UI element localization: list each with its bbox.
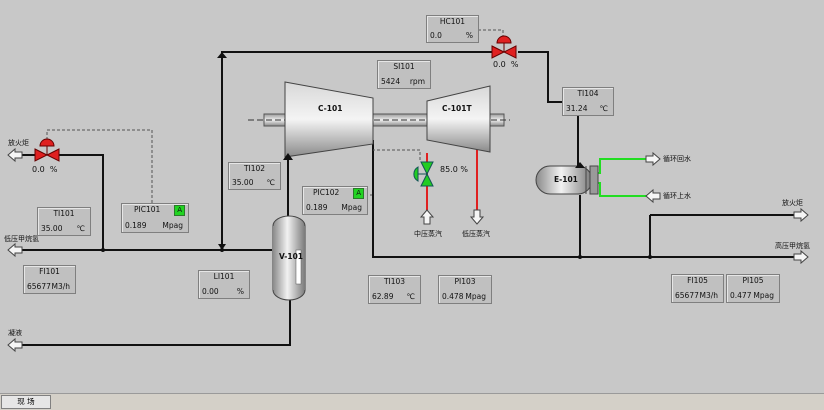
stream-condensate: 凝液 (8, 329, 22, 337)
c101-label: C-101 (318, 104, 343, 113)
tag-hc101[interactable]: HC101 0.0% (426, 15, 479, 43)
stream-lp-methane: 低压甲烷氢 (4, 235, 39, 243)
mp-steam-arrow (419, 209, 435, 225)
flare-right-arrow (793, 207, 809, 223)
flare-valve-opening[interactable]: 0.0 % (32, 165, 58, 174)
flare-left-arrow (7, 147, 23, 163)
c101t-label: C-101T (442, 104, 472, 113)
tag-li101[interactable]: LI101 0.00% (198, 270, 250, 299)
tab-field-view[interactable]: 现 场 (1, 395, 51, 409)
flare-valve-icon (34, 138, 60, 162)
hp-methane-arrow (793, 249, 809, 265)
status-bar: 现 场 (0, 393, 824, 410)
v101-label: V-101 (279, 252, 304, 261)
stream-hp-methane: 高压甲烷氢 (775, 242, 810, 250)
steam-valve-opening[interactable]: 85.0 % (440, 165, 468, 174)
e101-label: E-101 (554, 175, 578, 184)
cw-supply-arrow (645, 188, 661, 204)
lp-steam-arrow (469, 209, 485, 225)
stream-mp-steam: 中压蒸汽 (414, 230, 442, 238)
condensate-arrow (7, 337, 23, 353)
lp-methane-arrow (7, 242, 23, 258)
pic101-mode-badge[interactable]: A (174, 205, 185, 216)
tag-ti102[interactable]: TI102 35.00℃ (228, 162, 281, 190)
tag-ti101[interactable]: TI101 35.00℃ (37, 207, 91, 236)
stream-lp-steam: 低压蒸汽 (462, 230, 490, 238)
stream-flare-right: 放火炬 (782, 199, 803, 207)
stream-cw-supply: 循环上水 (663, 192, 691, 200)
pic102-mode-badge[interactable]: A (353, 188, 364, 199)
tag-ti104[interactable]: TI104 31.24℃ (562, 87, 614, 116)
tag-ti103[interactable]: TI103 62.89℃ (368, 275, 421, 304)
hc-valve-opening[interactable]: 0.0 % (493, 60, 519, 69)
stream-flare-left: 放火炬 (8, 139, 29, 147)
stream-cw-return: 循环回水 (663, 155, 691, 163)
steam-valve-icon (413, 161, 434, 187)
cw-return-arrow (645, 151, 661, 167)
hc-valve-icon (491, 35, 517, 59)
